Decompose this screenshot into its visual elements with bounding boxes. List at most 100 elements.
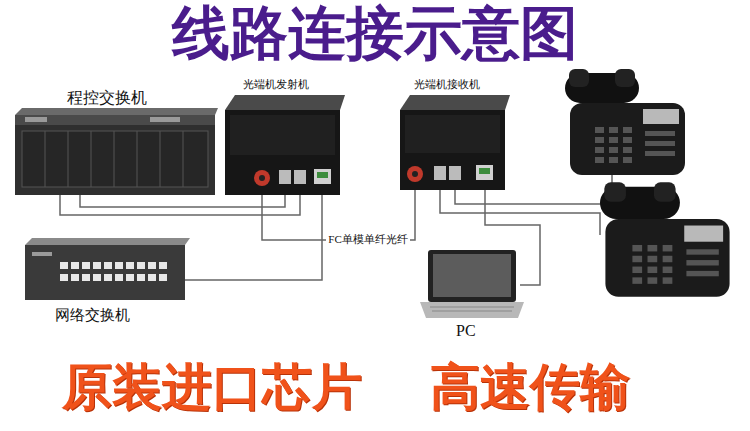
telephone xyxy=(643,109,679,124)
device-label: 网络交换机 xyxy=(55,307,130,324)
telephone xyxy=(569,69,589,87)
network-switch xyxy=(60,262,167,281)
optical-receiver xyxy=(412,171,418,177)
device-box: 光端机接收机 xyxy=(400,95,505,190)
optical-receiver xyxy=(479,168,490,174)
telephone xyxy=(686,260,718,265)
telephone xyxy=(609,157,618,163)
pbx-rack xyxy=(137,131,138,187)
optical-transmitter xyxy=(225,110,340,195)
phone-wire xyxy=(455,172,612,204)
network-switch xyxy=(104,262,112,269)
network-switch xyxy=(60,274,68,281)
network-switch xyxy=(126,262,134,269)
optical-receiver xyxy=(407,166,423,182)
pbx-rack xyxy=(150,117,180,122)
pbx-rack xyxy=(15,115,215,195)
optical-transmitter xyxy=(314,169,331,184)
network-switch xyxy=(71,262,79,269)
network-switch xyxy=(115,274,123,281)
laptop xyxy=(420,250,524,318)
telephone xyxy=(663,267,673,273)
network-switch xyxy=(60,262,68,269)
connection-wire xyxy=(185,195,322,280)
connection-wire xyxy=(485,190,540,285)
network-switch xyxy=(137,262,145,269)
telephone xyxy=(609,147,618,153)
telephone xyxy=(570,103,685,175)
telephone xyxy=(615,69,635,87)
network-switch xyxy=(25,238,190,245)
network-switch xyxy=(93,262,101,269)
telephone xyxy=(632,256,642,262)
laptop xyxy=(428,250,516,302)
telephone xyxy=(663,245,673,251)
optical-transmitter xyxy=(279,170,291,184)
network-switch xyxy=(25,238,190,300)
network-switch xyxy=(25,245,185,300)
pbx-rack xyxy=(15,108,218,115)
device-box: 光端机发射机 xyxy=(225,95,340,195)
network-switch xyxy=(32,252,52,256)
telephone xyxy=(663,277,673,283)
telephone xyxy=(645,131,675,136)
optical-receiver xyxy=(449,166,461,180)
network-switch xyxy=(104,274,112,281)
pbx-rack xyxy=(45,131,46,187)
pbx-rack xyxy=(114,131,115,187)
telephone xyxy=(654,182,676,201)
telephone xyxy=(605,219,729,297)
telephone xyxy=(595,157,604,163)
optical-receiver xyxy=(400,110,505,190)
telephone xyxy=(623,147,632,153)
optical-receiver xyxy=(400,95,510,110)
network-switch xyxy=(148,262,156,269)
network-switch xyxy=(159,274,167,281)
telephone xyxy=(595,127,675,163)
telephone xyxy=(609,127,618,133)
laptop xyxy=(433,254,511,297)
telephone xyxy=(632,277,642,283)
telephone xyxy=(648,245,658,251)
telephone xyxy=(686,249,718,254)
telephone xyxy=(648,267,658,273)
telephone xyxy=(609,137,618,143)
optical-transmitter xyxy=(254,170,270,186)
pbx-rack xyxy=(22,131,208,187)
telephone xyxy=(632,245,642,251)
slogan-text: 原装进口芯片 xyxy=(62,360,362,415)
device-box: PC xyxy=(420,250,520,320)
network-switch xyxy=(93,274,101,281)
phone-wire xyxy=(440,190,600,235)
telephone xyxy=(632,245,718,284)
device-label: 光端机接收机 xyxy=(414,78,480,91)
telephone xyxy=(600,182,730,296)
optical-transmitter xyxy=(225,95,345,110)
slogan-text: 高速传输 xyxy=(430,360,630,415)
telephone xyxy=(595,147,604,153)
laptop xyxy=(430,307,514,308)
device-label: PC xyxy=(456,322,476,340)
telephone xyxy=(595,127,604,133)
optical-receiver xyxy=(434,166,446,180)
telephone xyxy=(595,137,604,143)
pbx-rack xyxy=(91,131,92,187)
network-switch xyxy=(82,262,90,269)
network-switch xyxy=(82,274,90,281)
telephone xyxy=(645,141,675,146)
telephone xyxy=(623,157,632,163)
diagram-title: 线路连接示意图 xyxy=(172,2,578,66)
network-switch xyxy=(148,274,156,281)
pbx-rack xyxy=(15,108,218,195)
network-switch xyxy=(126,274,134,281)
optical-transmitter xyxy=(230,115,335,155)
laptop xyxy=(420,302,524,318)
pbx-rack xyxy=(25,117,47,122)
device-box: 程控交换机 xyxy=(15,115,215,195)
pbx-rack xyxy=(15,115,215,125)
telephone xyxy=(632,267,642,273)
optical-transmitter xyxy=(225,95,345,195)
optical-transmitter xyxy=(317,172,328,178)
telephone xyxy=(565,69,685,175)
